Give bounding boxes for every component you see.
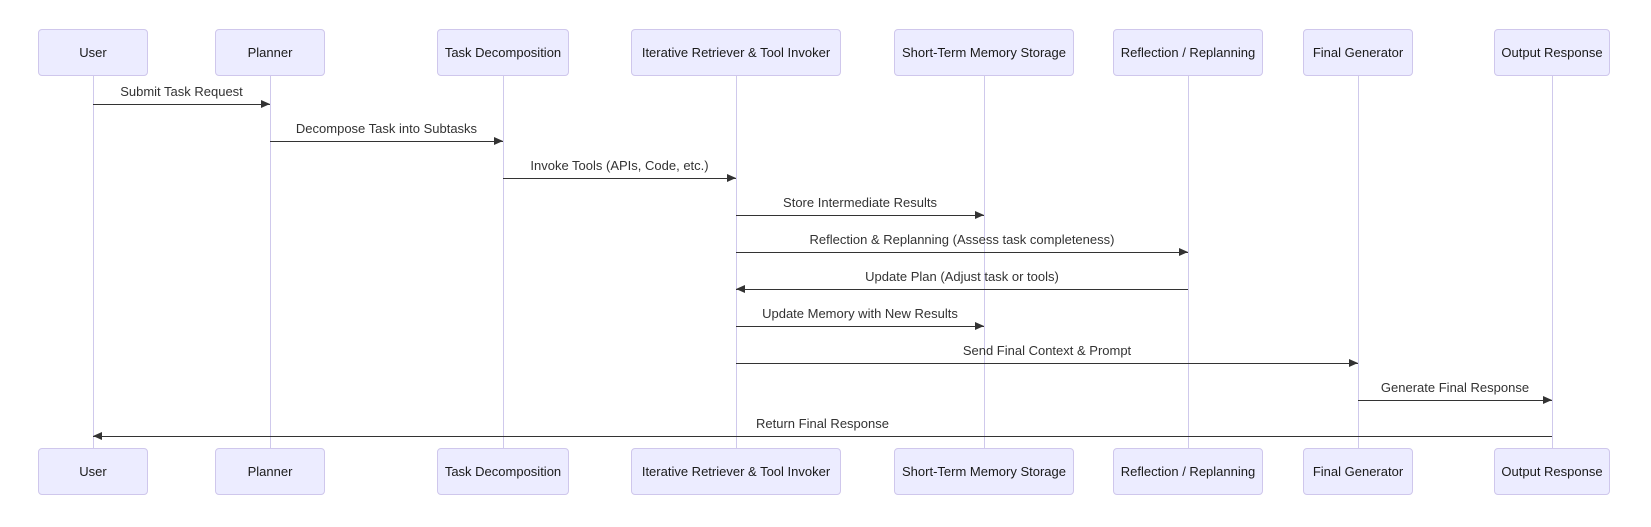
lifeline-task-decomposition	[503, 76, 504, 448]
message-arrow-store-intermediate-results	[736, 210, 984, 219]
actor-label: Iterative Retriever & Tool Invoker	[641, 44, 831, 60]
actor-label: Planner	[247, 44, 293, 60]
actor-bottom-user: User	[38, 448, 148, 495]
actor-bottom-reflection-replanning: Reflection / Replanning	[1113, 448, 1263, 495]
message-arrow-decompose-task-into-subtasks	[270, 136, 503, 145]
actor-label: Reflection / Replanning	[1120, 463, 1256, 479]
actor-top-output-response: Output Response	[1494, 29, 1610, 76]
actor-top-final-generator: Final Generator	[1303, 29, 1413, 76]
actor-bottom-final-generator: Final Generator	[1303, 448, 1413, 495]
lifeline-planner	[270, 76, 271, 448]
actor-label: Final Generator	[1312, 44, 1404, 60]
actor-top-iterative-retriever-tool-invoker: Iterative Retriever & Tool Invoker	[631, 29, 841, 76]
lifeline-final-generator	[1358, 76, 1359, 448]
actor-label: User	[79, 44, 107, 60]
message-arrow-update-memory-with-new-results	[736, 321, 984, 330]
message-label-store-intermediate-results: Store Intermediate Results	[783, 195, 937, 210]
actor-label: User	[79, 463, 107, 479]
actor-label: Short-Term Memory Storage	[902, 44, 1066, 60]
message-arrow-send-final-context-prompt	[736, 358, 1358, 367]
actor-label: Planner	[247, 463, 293, 479]
lifeline-iterative-retriever-tool-invoker	[736, 76, 737, 448]
actor-bottom-planner: Planner	[215, 448, 325, 495]
actor-top-user: User	[38, 29, 148, 76]
actor-bottom-iterative-retriever-tool-invoker: Iterative Retriever & Tool Invoker	[631, 448, 841, 495]
lifeline-reflection-replanning	[1188, 76, 1189, 448]
actor-top-short-term-memory-storage: Short-Term Memory Storage	[894, 29, 1074, 76]
message-label-reflection-replanning-assess: Reflection & Replanning (Assess task com…	[809, 232, 1115, 247]
actor-label: Output Response	[1501, 463, 1603, 479]
message-label-decompose-task-into-subtasks: Decompose Task into Subtasks	[295, 121, 478, 136]
message-label-send-final-context-prompt: Send Final Context & Prompt	[962, 343, 1132, 358]
actor-label: Final Generator	[1312, 463, 1404, 479]
lifeline-user	[93, 76, 94, 448]
lifeline-short-term-memory-storage	[984, 76, 985, 448]
actor-top-reflection-replanning: Reflection / Replanning	[1113, 29, 1263, 76]
actor-top-planner: Planner	[215, 29, 325, 76]
actor-bottom-output-response: Output Response	[1494, 448, 1610, 495]
message-arrow-reflection-replanning-assess	[736, 247, 1188, 256]
message-label-generate-final-response: Generate Final Response	[1380, 380, 1530, 395]
actor-label: Task Decomposition	[444, 44, 562, 60]
message-label-return-final-response: Return Final Response	[756, 416, 889, 431]
message-arrow-submit-task-request	[93, 99, 270, 108]
actor-label: Iterative Retriever & Tool Invoker	[641, 463, 831, 479]
actor-label: Short-Term Memory Storage	[902, 463, 1066, 479]
message-arrow-invoke-tools	[503, 173, 736, 182]
actor-bottom-task-decomposition: Task Decomposition	[437, 448, 569, 495]
actor-label: Reflection / Replanning	[1120, 44, 1256, 60]
message-arrow-generate-final-response	[1358, 395, 1552, 404]
message-arrow-return-final-response	[93, 431, 1552, 440]
actor-label: Output Response	[1501, 44, 1603, 60]
message-arrow-update-plan	[736, 284, 1188, 293]
actor-bottom-short-term-memory-storage: Short-Term Memory Storage	[894, 448, 1074, 495]
message-label-submit-task-request: Submit Task Request	[120, 84, 243, 99]
actor-label: Task Decomposition	[444, 463, 562, 479]
actor-top-task-decomposition: Task Decomposition	[437, 29, 569, 76]
message-label-invoke-tools: Invoke Tools (APIs, Code, etc.)	[530, 158, 709, 173]
message-label-update-memory-with-new-results: Update Memory with New Results	[762, 306, 958, 321]
lifeline-output-response	[1552, 76, 1553, 448]
message-label-update-plan: Update Plan (Adjust task or tools)	[865, 269, 1059, 284]
